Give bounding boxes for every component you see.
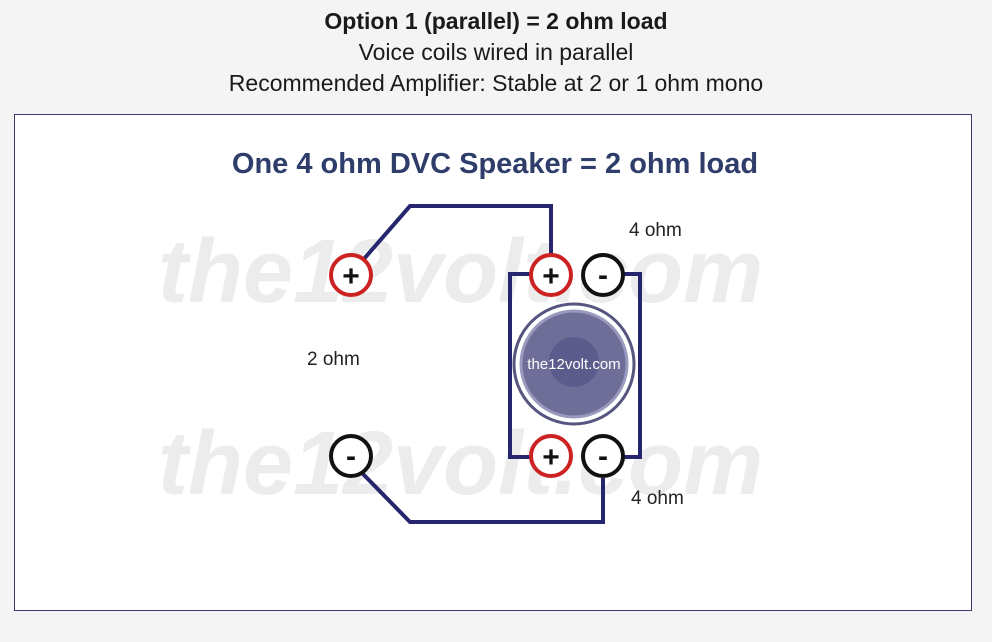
coil-top-negative-terminal: - xyxy=(581,253,625,297)
coil-top-impedance-label: 4 ohm xyxy=(629,220,682,241)
wire-amp-negative xyxy=(361,472,605,524)
amplifier-recommendation: Recommended Amplifier: Stable at 2 or 1 … xyxy=(228,70,764,96)
amp-positive-sign: + xyxy=(342,260,360,293)
wire-positive-bridge xyxy=(508,272,530,459)
watermark-top: the12volt.com xyxy=(158,222,763,322)
wire-negative-bridge xyxy=(624,272,642,459)
wire-amp-positive xyxy=(361,204,553,262)
amp-negative-sign: - xyxy=(346,440,356,473)
page-title: Option 1 (parallel) = 2 ohm load xyxy=(324,8,668,34)
coil-bottom-negative-sign: - xyxy=(598,440,608,473)
header: Option 1 (parallel) = 2 ohm load Voice c… xyxy=(0,6,992,99)
coil-bottom-impedance-label: 4 ohm xyxy=(631,488,684,509)
speaker-label: the12volt.com xyxy=(527,356,620,373)
watermark-bottom: the12volt.com xyxy=(158,414,763,514)
diagram-title: One 4 ohm DVC Speaker = 2 ohm load xyxy=(232,148,758,180)
coil-top-positive-terminal: + xyxy=(529,253,573,297)
coil-top-positive-sign: + xyxy=(542,260,560,293)
diagram-frame xyxy=(14,114,972,611)
speaker-icon: the12volt.com xyxy=(512,302,636,426)
page-subtitle: Voice coils wired in parallel xyxy=(358,39,634,65)
amp-negative-terminal: - xyxy=(329,434,373,478)
coil-bottom-negative-terminal: - xyxy=(581,434,625,478)
coil-bottom-positive-terminal: + xyxy=(529,434,573,478)
coil-bottom-positive-sign: + xyxy=(542,441,560,474)
coil-top-negative-sign: - xyxy=(598,259,608,292)
amp-positive-terminal: + xyxy=(329,253,373,297)
load-impedance-label: 2 ohm xyxy=(307,349,360,370)
